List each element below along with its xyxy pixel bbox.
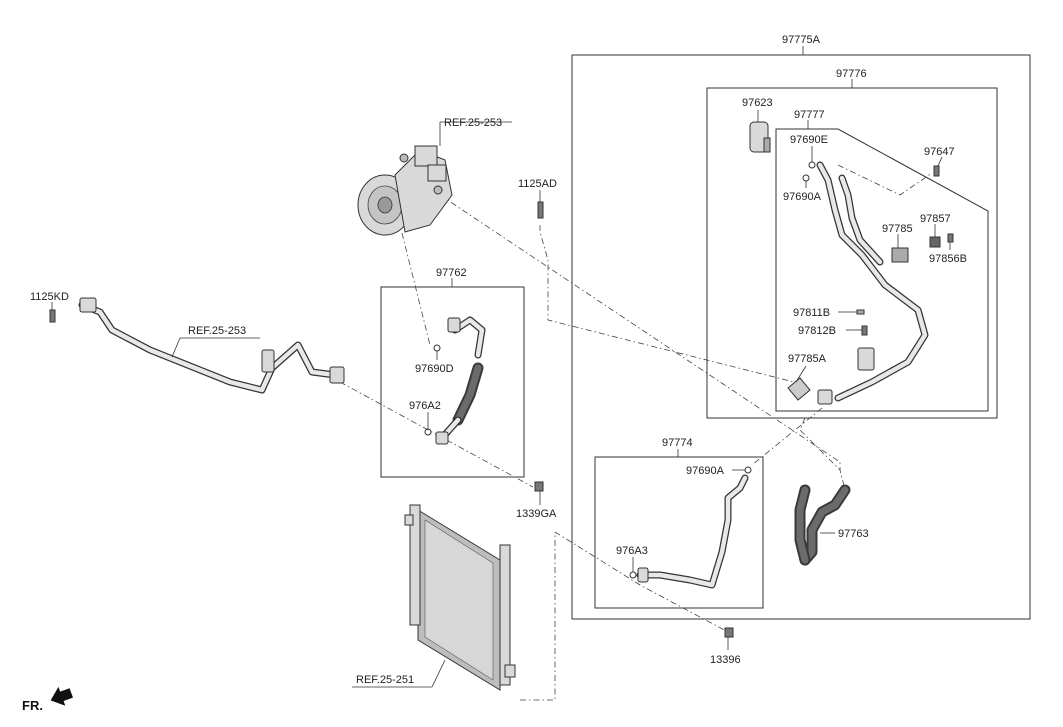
label-ref25253-top: REF.25-253	[444, 117, 502, 129]
dash-1125AD-to-97785A	[539, 225, 799, 384]
box-97777	[775, 128, 989, 412]
label-97763: 97763	[838, 528, 869, 540]
box-97774	[594, 456, 764, 609]
nut-13396	[724, 627, 734, 638]
label-97762: 97762	[436, 267, 467, 279]
label-97647: 97647	[924, 146, 955, 158]
dash-97647	[837, 164, 933, 196]
dash-condenser-to-13396	[554, 531, 731, 634]
o-ring-97690D	[433, 344, 441, 352]
label-97776: 97776	[836, 68, 867, 80]
box-97762	[380, 286, 525, 478]
label-97812B: 97812B	[798, 325, 836, 337]
label-ref25251: REF.25-251	[356, 674, 414, 686]
dash-compressor-to-97763	[439, 194, 846, 491]
sensor-97785	[891, 247, 909, 263]
bolt-97647	[933, 165, 940, 177]
label-97774: 97774	[662, 437, 693, 449]
bolt-97812B	[861, 325, 868, 336]
label-976A3: 976A3	[616, 545, 648, 557]
label-1339GA: 1339GA	[516, 508, 557, 520]
label-1125AD: 1125AD	[518, 178, 557, 190]
label-fr: FR.	[22, 698, 43, 713]
label-97690A-low: 97690A	[686, 465, 725, 477]
label-976A2: 976A2	[409, 400, 441, 412]
pipe-97777-illustration	[816, 161, 929, 405]
bolt-97856B	[947, 233, 954, 243]
o-ring-976A3	[629, 571, 637, 579]
suction-hose-ref-illustration	[78, 297, 345, 394]
label-97690D: 97690D	[415, 363, 454, 375]
label-ref25253-left: REF.25-253	[188, 325, 246, 337]
label-97690E: 97690E	[790, 134, 828, 146]
hose-97762-illustration	[435, 316, 486, 445]
label-97775A: 97775A	[782, 34, 821, 46]
label-97690A-top: 97690A	[783, 191, 822, 203]
dash-97777-to-97763	[799, 417, 841, 471]
compressor-illustration	[357, 145, 453, 236]
label-13396: 13396	[710, 654, 741, 666]
bolt-1125AD	[537, 201, 544, 219]
nut-1339GA	[534, 481, 544, 492]
box-97775A	[571, 54, 1031, 620]
o-ring-97690E	[808, 161, 816, 169]
leader-97785A	[795, 365, 807, 383]
label-97857: 97857	[920, 213, 951, 225]
front-arrow-icon	[50, 686, 73, 706]
condenser-illustration	[404, 504, 516, 691]
dash-condenser-lower	[520, 532, 556, 701]
dash-97777-to-97774	[751, 407, 823, 466]
o-ring-97690A-top	[802, 174, 810, 182]
leader-ref25253-left	[171, 337, 181, 358]
label-97785A: 97785A	[788, 353, 827, 365]
bolt-1125KD	[49, 309, 56, 323]
pipe-97774-illustration	[636, 474, 749, 589]
label-97785: 97785	[882, 223, 913, 235]
label-97623: 97623	[742, 97, 773, 109]
o-ring-97690A-low	[744, 466, 752, 474]
leader-ref25251	[431, 659, 446, 688]
bolt-97811B	[856, 309, 865, 315]
receiver-drier-97623-illustration	[749, 121, 771, 153]
hose-97763-illustration	[794, 484, 851, 566]
label-97856B: 97856B	[929, 253, 967, 265]
label-97777: 97777	[794, 109, 825, 121]
nut-97857	[929, 236, 941, 248]
label-1125KD: 1125KD	[30, 291, 69, 303]
dash-compressor-to-97762	[401, 232, 431, 346]
leader-97647	[937, 156, 943, 167]
label-97811B: 97811B	[793, 307, 830, 319]
